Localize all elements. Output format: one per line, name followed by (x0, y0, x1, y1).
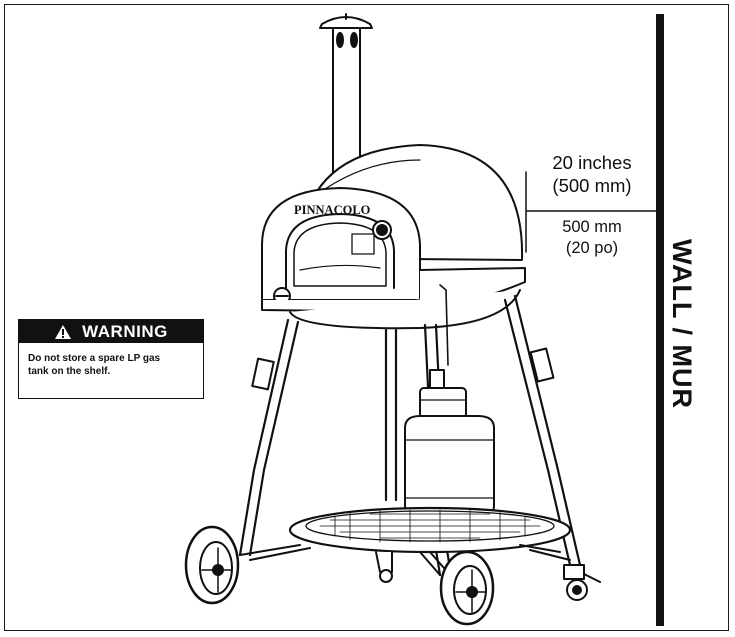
brand-logo: PINNACOLO (294, 203, 371, 217)
oven-base (261, 267, 526, 366)
dimension-bottom-line1: 500 mm (562, 218, 622, 236)
dimension-label-imperial: 20 inches (500 mm) (526, 151, 658, 197)
dimension-label-metric: 500 mm (20 po) (526, 217, 658, 259)
warning-box: WARNING Do not store a spare LP gas tank… (18, 319, 204, 399)
dimension-top-line2: (500 mm) (552, 175, 632, 196)
warning-text: Do not store a spare LP gas tank on the … (19, 343, 203, 378)
dimension-bottom-line2: (20 po) (565, 239, 619, 257)
dimension-top-line1: 20 inches (552, 152, 632, 173)
warning-text-line2: tank on the shelf. (28, 366, 111, 377)
warning-title: WARNING (82, 321, 168, 341)
wall-line (656, 14, 664, 626)
right-wheel (439, 550, 495, 626)
wall-label: WALL / MUR (667, 239, 697, 409)
lp-gas-tank (404, 387, 495, 521)
warning-text-line1: Do not store a spare LP gas (28, 353, 161, 364)
oven-front: PINNACOLO (261, 187, 421, 305)
left-wheel (184, 525, 240, 605)
caster-wheel (563, 564, 601, 601)
warning-triangle-icon (55, 324, 72, 339)
diagram-frame (4, 4, 729, 631)
dimension-marker (525, 171, 658, 253)
warning-header: WARNING (19, 320, 203, 343)
lower-shelf (239, 506, 572, 583)
